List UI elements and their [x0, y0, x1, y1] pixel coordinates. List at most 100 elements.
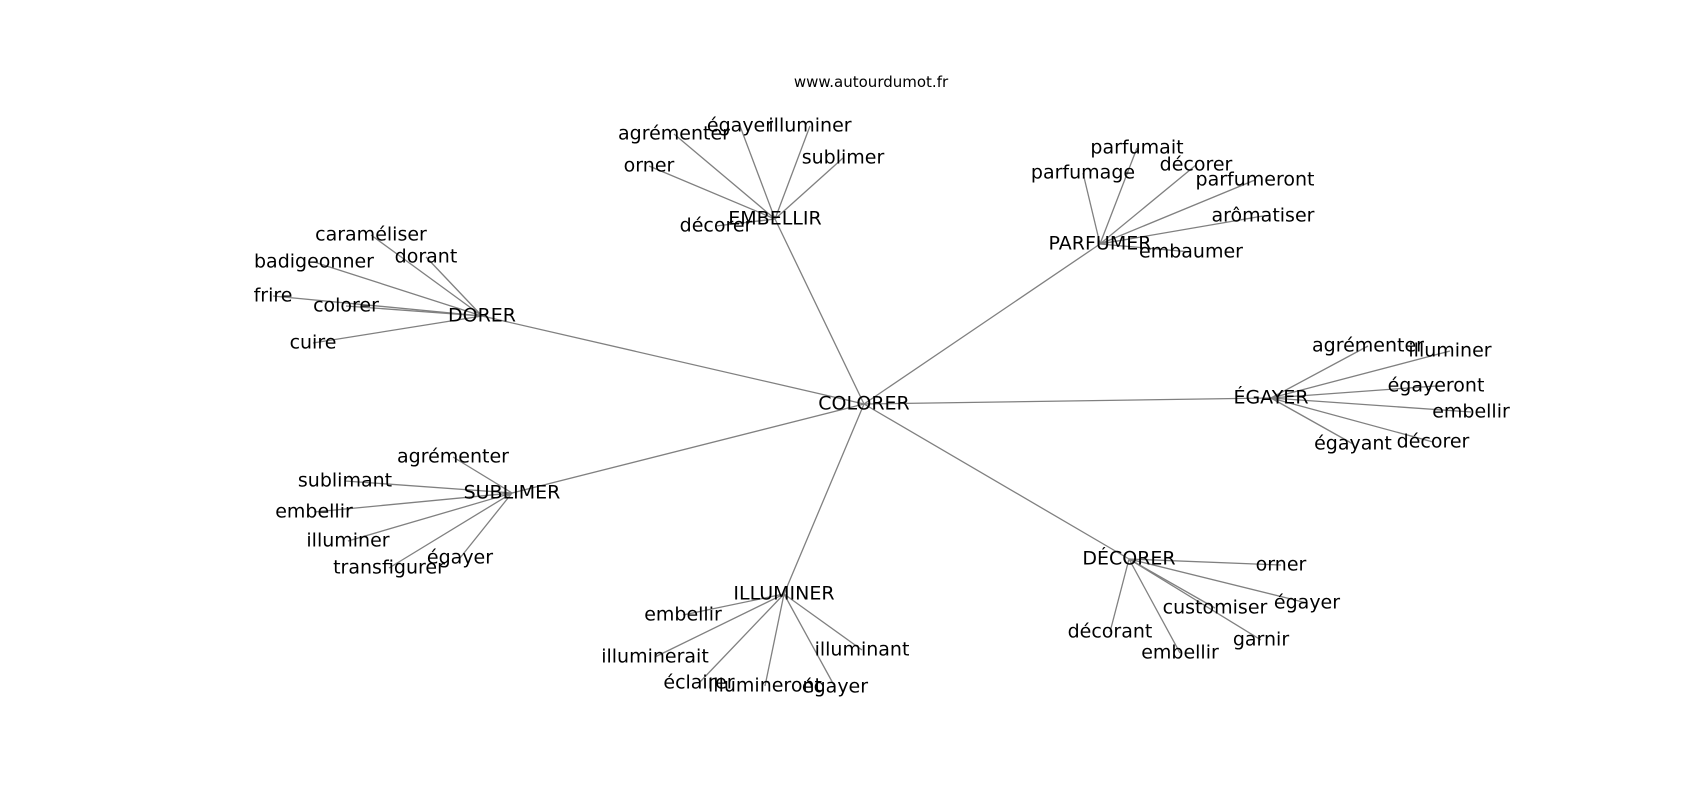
center-node-colorer[interactable]: COLORER	[818, 393, 910, 415]
leaf-node-sublimer-embellir[interactable]: embellir	[275, 501, 353, 523]
edge-embellir-agrementer	[673, 133, 776, 220]
edge-parfumer-aromatiser	[1099, 215, 1264, 245]
leaf-node-embellir-sublimer[interactable]: sublimer	[802, 147, 885, 169]
edge-parfumer-parfumait	[1099, 147, 1138, 245]
edge-center-sublimer	[511, 403, 865, 494]
leaf-node-parfumer-parfumage[interactable]: parfumage	[1031, 162, 1135, 184]
edge-center-egayer	[863, 397, 1272, 405]
edge-illuminer-illuminant	[783, 593, 863, 651]
hub-node-sublimer[interactable]: SUBLIMER	[464, 482, 561, 504]
leaf-node-dorer-cuire[interactable]: cuire	[290, 332, 337, 354]
edge-embellir-sublimer	[774, 157, 844, 220]
edge-center-parfumer	[863, 243, 1101, 405]
leaf-node-egayer-egayeront[interactable]: égayeront	[1388, 375, 1485, 397]
leaf-node-sublimer-agrementer[interactable]: agrémenter	[397, 446, 509, 468]
edge-center-illuminer	[783, 403, 865, 595]
leaf-node-egayer-illuminer[interactable]: illuminer	[1408, 340, 1491, 362]
leaf-node-embellir-decorer[interactable]: décorer	[680, 215, 753, 237]
leaf-node-dorer-frire[interactable]: frire	[254, 285, 293, 307]
edge-illuminer-eclairer	[698, 593, 785, 684]
leaf-node-dorer-badigeonner[interactable]: badigeonner	[254, 251, 374, 273]
edge-parfumer-parfumage	[1082, 172, 1101, 245]
edge-dorer-badigeonner	[313, 261, 483, 317]
edge-embellir-decorer	[715, 218, 776, 227]
edge-egayer-egayeront	[1270, 385, 1437, 399]
edge-sublimer-embellir	[313, 492, 513, 513]
edge-egayer-agrementer	[1270, 345, 1369, 399]
leaf-node-sublimer-sublimant[interactable]: sublimant	[298, 470, 392, 492]
leaf-node-illuminer-egayer[interactable]: égayer	[802, 676, 868, 698]
hub-node-embellir[interactable]: EMBELLIR	[728, 208, 821, 230]
leaf-node-parfumer-decorer[interactable]: décorer	[1160, 154, 1233, 176]
leaf-node-dorer-dorant[interactable]: dorant	[395, 246, 458, 268]
leaf-node-embellir-agrementer[interactable]: agrémenter	[618, 123, 730, 145]
leaf-node-illuminer-illuminant[interactable]: illuminant	[815, 639, 910, 661]
leaf-node-egayer-decorer[interactable]: décorer	[1397, 431, 1470, 453]
edge-parfumer-parfumeront	[1099, 179, 1256, 245]
labels-layer: www.autourdumot.fr COLORER EMBELLIR agréme…	[254, 73, 1510, 698]
leaf-node-embellir-orner[interactable]: orner	[624, 155, 675, 177]
leaf-node-embellir-illuminer[interactable]: illuminer	[768, 115, 851, 137]
edge-dorer-frire	[272, 295, 483, 317]
leaf-node-parfumer-parfumeront[interactable]: parfumeront	[1196, 169, 1315, 191]
edge-decorer-egayer	[1128, 558, 1308, 604]
hub-node-parfumer[interactable]: PARFUMER	[1049, 233, 1152, 255]
edge-embellir-illuminer	[774, 125, 811, 220]
edge-illuminer-embellir	[682, 593, 785, 616]
edge-sublimer-sublimant	[344, 480, 513, 494]
edge-center-decorer	[863, 403, 1130, 560]
edge-illuminer-illumineront	[764, 593, 785, 687]
edge-egayer-illuminer	[1270, 350, 1451, 399]
leaf-node-dorer-colorer[interactable]: colorer	[313, 295, 379, 317]
edge-decorer-decorant	[1109, 558, 1130, 633]
edge-dorer-carameliser	[370, 234, 483, 317]
source-url: www.autourdumot.fr	[794, 73, 949, 91]
leaf-node-parfumer-parfumait[interactable]: parfumait	[1090, 137, 1183, 159]
edge-embellir-orner	[648, 165, 776, 220]
leaf-node-egayer-embellir[interactable]: embellir	[1432, 401, 1510, 423]
edge-egayer-embellir	[1270, 397, 1472, 413]
leaf-node-illuminer-illumineront[interactable]: illumineront	[708, 675, 822, 697]
edge-egayer-decorer	[1270, 397, 1434, 443]
leaf-node-illuminer-illuminerait[interactable]: illuminerait	[601, 646, 709, 668]
edge-center-embellir	[774, 218, 865, 405]
leaf-node-embellir-egayer[interactable]: égayer	[707, 115, 773, 137]
edge-dorer-colorer	[345, 305, 483, 317]
edges-layer	[272, 125, 1472, 688]
leaf-node-decorer-egayer[interactable]: égayer	[1274, 592, 1340, 614]
leaf-node-dorer-carameliser[interactable]: caraméliser	[315, 224, 427, 246]
edge-parfumer-decorer	[1099, 164, 1197, 245]
edge-dorer-dorant	[425, 256, 483, 317]
leaf-node-sublimer-illuminer[interactable]: illuminer	[306, 530, 389, 552]
leaf-node-parfumer-embaumer[interactable]: embaumer	[1139, 241, 1243, 263]
edge-sublimer-illuminer	[347, 492, 513, 542]
hub-node-dorer[interactable]: DORER	[448, 305, 516, 327]
leaf-node-decorer-embellir[interactable]: embellir	[1141, 642, 1219, 664]
edge-sublimer-transfigurer	[388, 492, 513, 569]
leaf-node-illuminer-embellir[interactable]: embellir	[644, 604, 722, 626]
edge-egayer-egayant	[1270, 397, 1354, 445]
edge-dorer-cuire	[312, 315, 483, 344]
edge-sublimer-egayer	[459, 492, 513, 559]
edge-decorer-embellir	[1128, 558, 1181, 654]
hub-node-decorer[interactable]: DÉCORER	[1082, 547, 1175, 570]
leaf-node-egayer-agrementer[interactable]: agrémenter	[1312, 335, 1424, 357]
leaf-node-parfumer-aromatiser[interactable]: arômatiser	[1212, 205, 1315, 227]
edge-parfumer-embaumer	[1099, 243, 1192, 253]
leaf-node-sublimer-egayer[interactable]: égayer	[427, 547, 493, 569]
leaf-node-egayer-egayant[interactable]: égayant	[1314, 433, 1392, 455]
leaf-node-decorer-garnir[interactable]: garnir	[1233, 629, 1290, 651]
leaf-node-decorer-decorant[interactable]: décorant	[1068, 621, 1153, 643]
leaf-node-sublimer-transfigurer[interactable]: transfigurer	[333, 557, 445, 579]
edge-center-dorer	[481, 315, 865, 405]
edge-illuminer-illuminerait	[654, 593, 785, 658]
leaf-node-decorer-customiser[interactable]: customiser	[1163, 597, 1268, 619]
hub-node-egayer[interactable]: ÉGAYER	[1233, 386, 1308, 409]
hub-node-illuminer[interactable]: ILLUMINER	[733, 583, 834, 605]
edge-decorer-garnir	[1128, 558, 1262, 641]
leaf-node-illuminer-eclairer[interactable]: éclairer	[663, 672, 734, 694]
edge-decorer-orner	[1128, 558, 1282, 566]
edge-embellir-egayer	[739, 125, 776, 220]
leaf-node-decorer-orner[interactable]: orner	[1256, 554, 1307, 576]
